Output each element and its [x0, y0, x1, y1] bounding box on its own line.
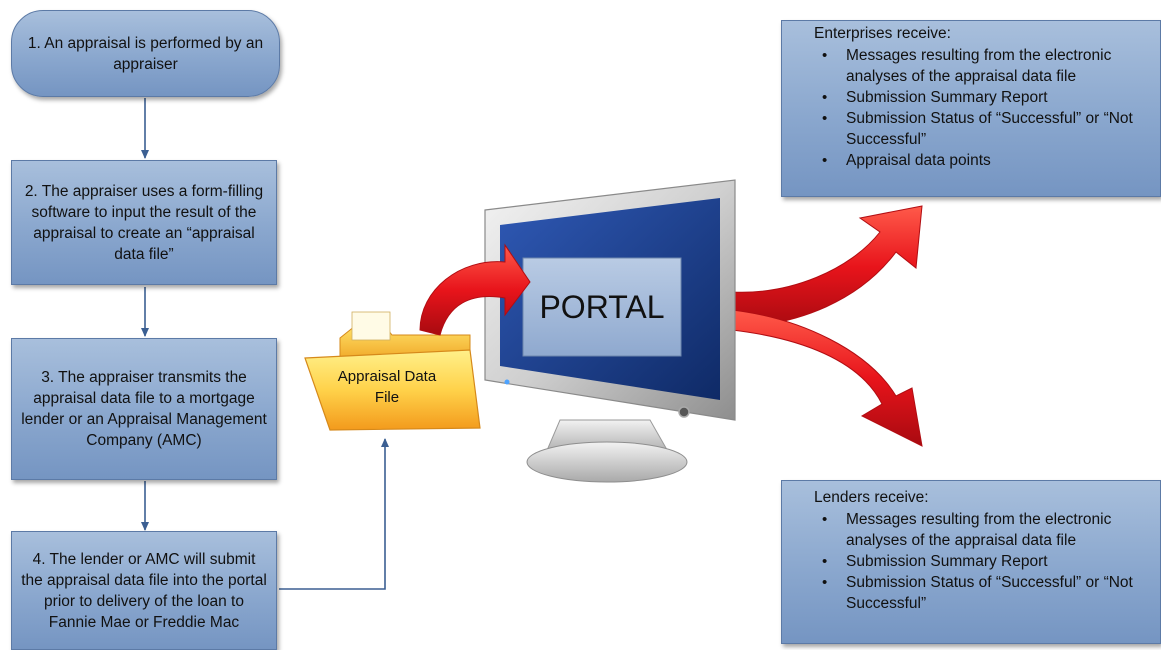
enterprises-item: Appraisal data points — [790, 150, 1152, 171]
step-2-text: 2. The appraiser uses a form-filling sof… — [24, 182, 264, 263]
red-arrow-folder-to-portal — [419, 243, 531, 336]
lenders-item: Submission Status of “Successful” or “No… — [790, 572, 1152, 614]
step-4-box: 4. The lender or AMC will submit the app… — [11, 531, 277, 650]
enterprises-item: Submission Summary Report — [790, 87, 1152, 108]
portal-label-box — [522, 257, 682, 357]
step-3-box: 3. The appraiser transmits the appraisal… — [11, 338, 277, 480]
folder-icon — [304, 311, 481, 431]
lenders-box: Lenders receive: Messages resulting from… — [781, 480, 1161, 644]
red-arrow-enterprises — [731, 205, 923, 329]
lenders-heading: Lenders receive: — [814, 489, 929, 506]
enterprises-heading: Enterprises receive: — [814, 25, 951, 42]
enterprises-list: Messages resulting from the electronic a… — [790, 45, 1152, 171]
lenders-list: Messages resulting from the electronic a… — [790, 509, 1152, 614]
folder-label: Appraisal Data File — [337, 368, 437, 406]
step-1-text: 1. An appraisal is performed by an appra… — [27, 34, 264, 73]
portal-label: PORTAL — [539, 288, 665, 325]
enterprises-box: Enterprises receive: Messages resulting … — [781, 20, 1161, 197]
red-arrow-lenders — [731, 309, 923, 447]
lenders-item: Messages resulting from the electronic a… — [790, 509, 1152, 551]
step-2-box: 2. The appraiser uses a form-filling sof… — [11, 160, 277, 285]
connector-4-folder — [279, 438, 389, 590]
step-1-box: 1. An appraisal is performed by an appra… — [11, 10, 280, 97]
step-3-text: 3. The appraiser transmits the appraisal… — [21, 369, 267, 449]
lenders-item: Submission Summary Report — [790, 551, 1152, 572]
enterprises-item: Messages resulting from the electronic a… — [790, 45, 1152, 87]
step-4-text: 4. The lender or AMC will submit the app… — [21, 550, 267, 631]
enterprises-item: Submission Status of “Successful” or “No… — [790, 108, 1152, 150]
